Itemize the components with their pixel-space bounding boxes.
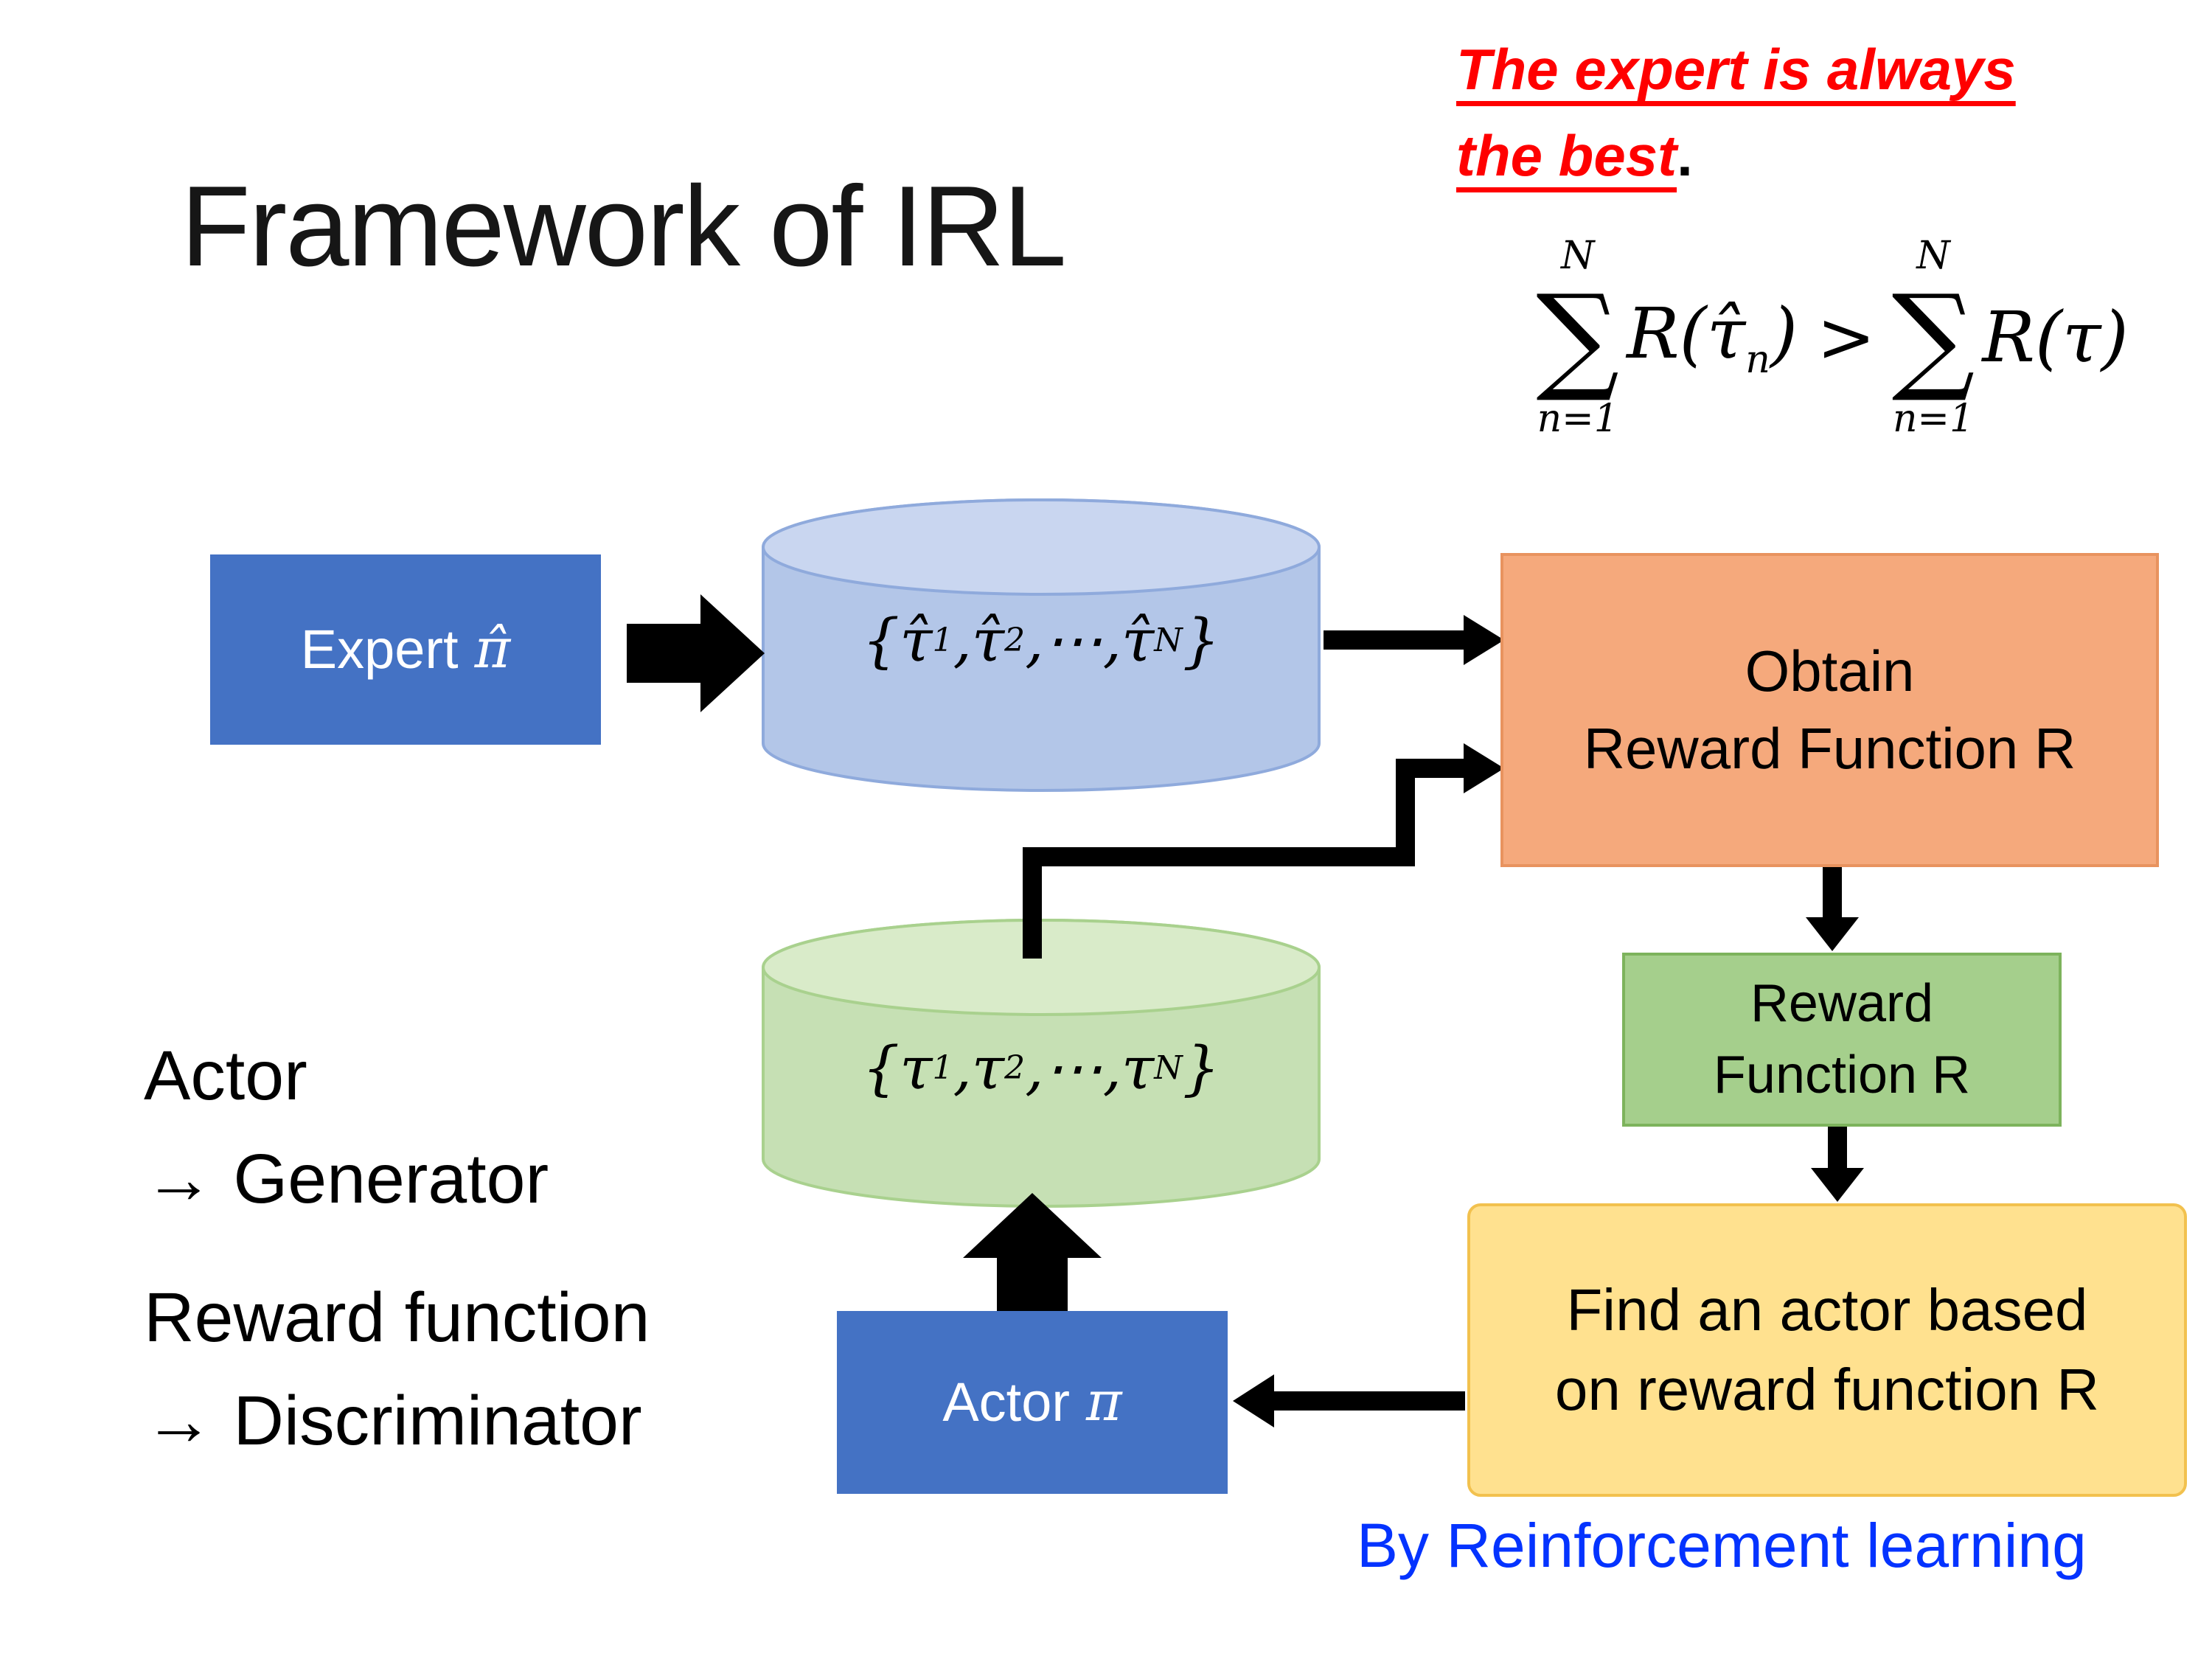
sigma-icon: ∑ <box>1536 269 1620 406</box>
page-title: Framework of IRL <box>181 162 1067 290</box>
label-actor: Actor <box>144 1037 307 1115</box>
expert-note-line1: The expert is always <box>1456 37 2016 102</box>
arrow-obtain-to-reward <box>1806 867 1859 951</box>
expert-box: Expert π̂ <box>210 554 601 745</box>
pi-hat-symbol: π̂ <box>474 617 511 681</box>
arrow-expert-to-dataset <box>627 594 765 712</box>
sum-right: N ∑ n=1 <box>1891 234 1975 441</box>
expert-note-line2: the best. <box>1456 123 1693 188</box>
expert-note: The expert is always the best. <box>1456 27 2016 199</box>
arrow-reward-to-find <box>1811 1124 1864 1202</box>
actor-dataset-cylinder <box>762 919 1321 1208</box>
sigma-icon: ∑ <box>1891 269 1975 406</box>
expert-inequality-formula: N ∑ n=1 R(τ̂n) > N ∑ n=1 R(τ) <box>1482 234 2183 442</box>
pi-symbol: π <box>1086 1370 1122 1434</box>
arrow-dataset-to-obtain <box>1324 615 1504 665</box>
arrow-actorset-to-obtain <box>1023 743 1504 959</box>
reward-function-box: Reward Function R <box>1622 953 2062 1127</box>
rl-caption: By Reinforcement learning <box>1357 1511 2087 1580</box>
find-actor-box: Find an actor based on reward function R <box>1467 1203 2187 1497</box>
arrow-actor-to-actorset <box>963 1193 1102 1312</box>
expert-dataset-label: {τ̂1, τ̂2, ⋯, τ̂N} <box>862 605 1220 675</box>
label-reward-function: Reward function <box>144 1279 650 1357</box>
expert-dataset-cylinder <box>762 498 1321 792</box>
lhs-expression: R(τ̂n) <box>1627 293 1798 383</box>
obtain-reward-box: Obtain Reward Function R <box>1500 553 2159 867</box>
label-discriminator: → Discriminator <box>144 1382 642 1460</box>
sum-left: N ∑ n=1 <box>1536 234 1620 441</box>
rhs-expression: R(τ) <box>1982 297 2129 379</box>
arrow-find-to-actor <box>1233 1374 1465 1427</box>
greater-than-sign: > <box>1817 297 1876 379</box>
actor-box: Actor π <box>837 1311 1228 1494</box>
label-generator: → Generator <box>144 1140 549 1218</box>
